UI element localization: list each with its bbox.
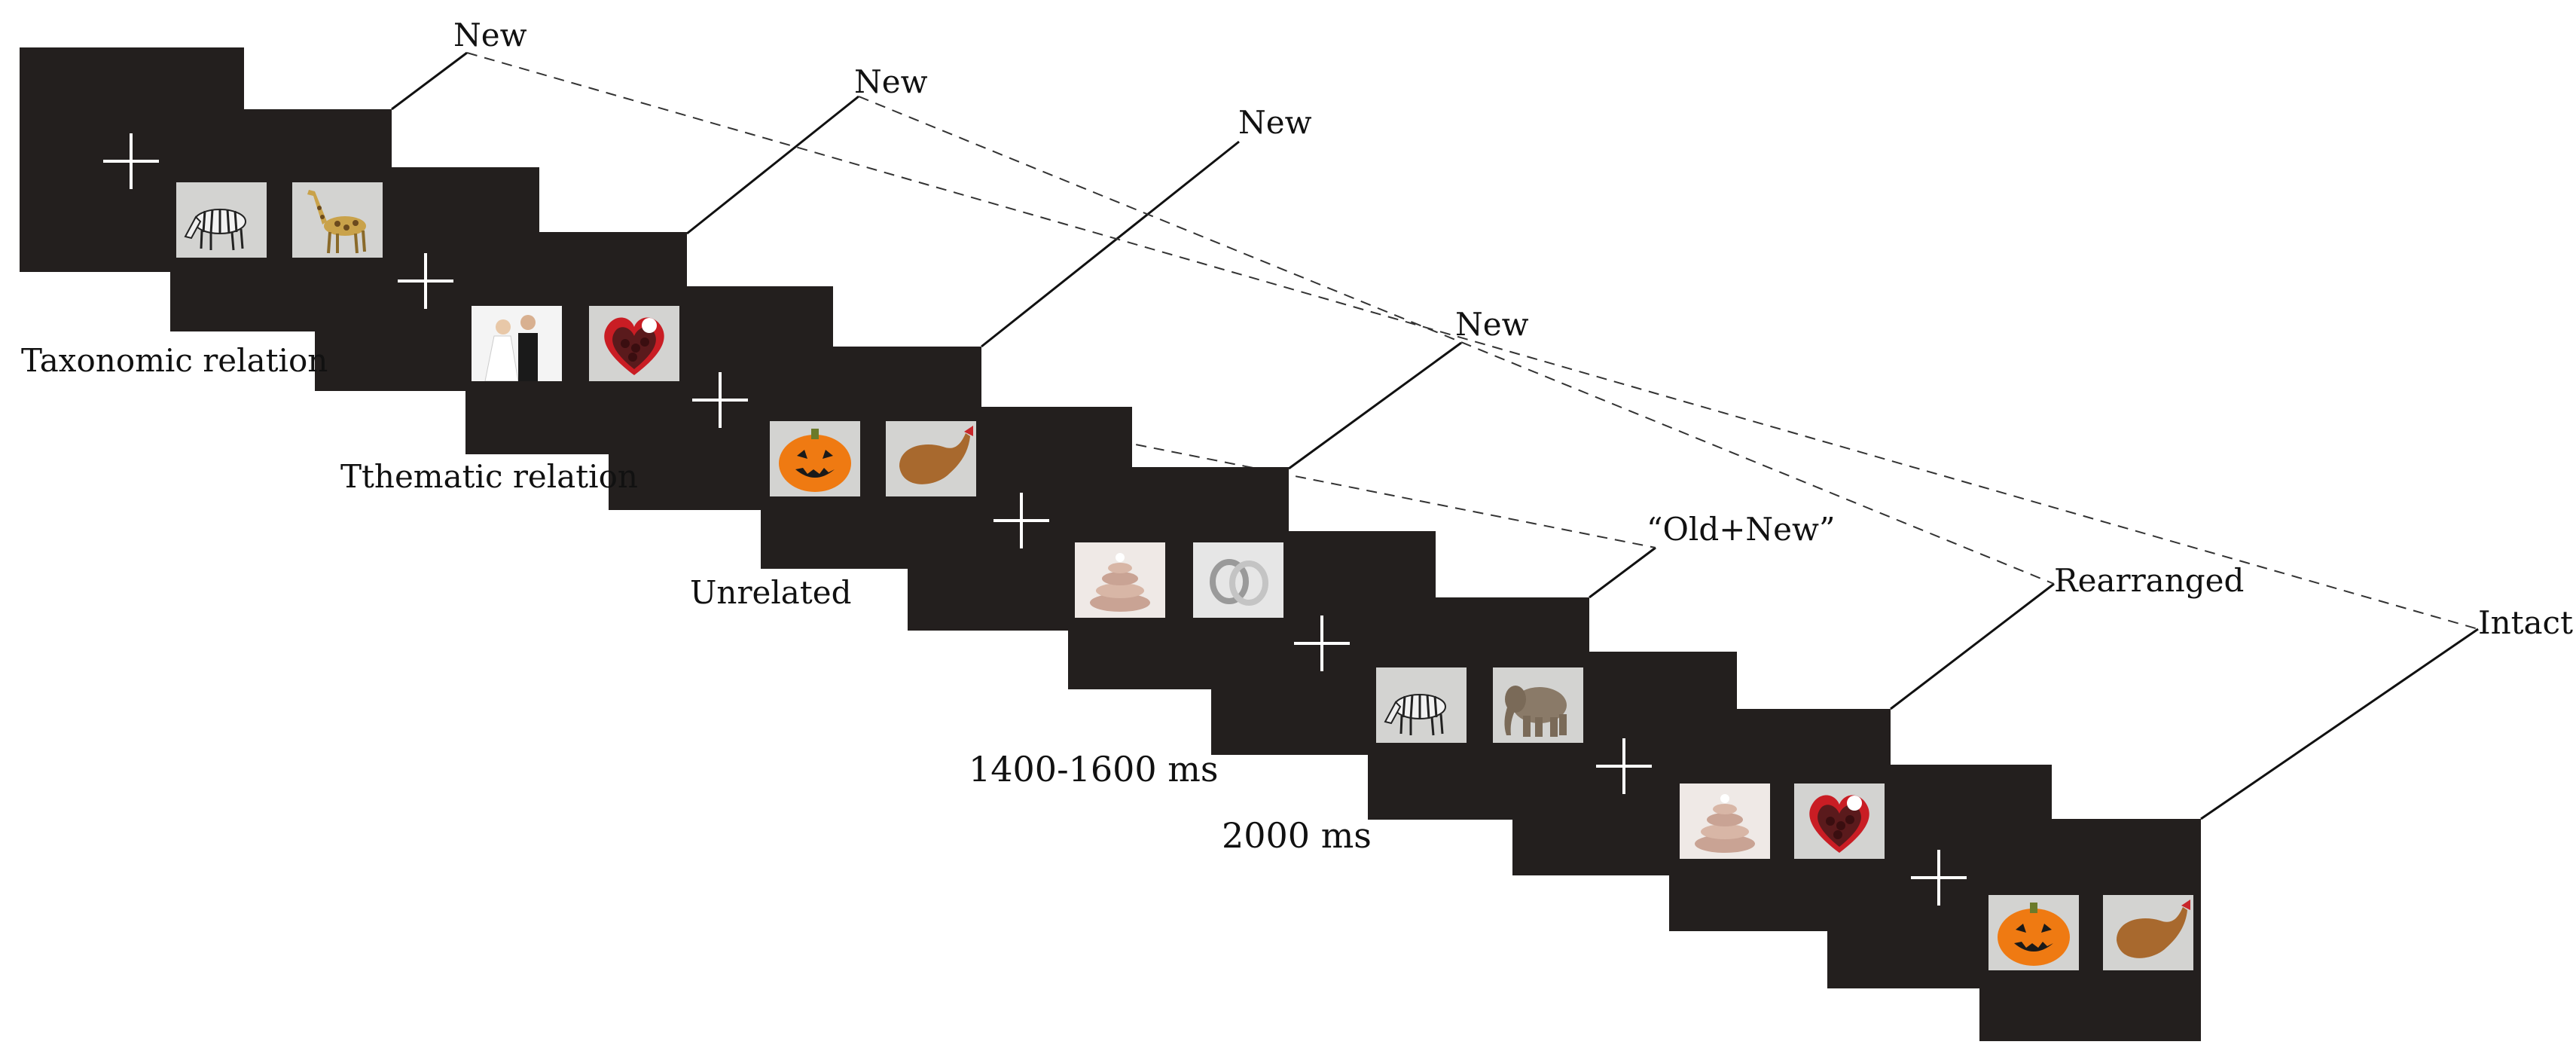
zebra-picture — [176, 182, 267, 258]
wedding-rings-icon — [1193, 542, 1283, 618]
fixation-cross — [692, 372, 748, 428]
label-new-2: New — [854, 63, 928, 100]
line-new-1 — [391, 51, 468, 111]
roast-chicken-picture — [886, 421, 976, 496]
line-old-new — [1589, 546, 1656, 599]
zebra-icon — [1384, 694, 1446, 736]
line-new-3 — [981, 140, 1240, 348]
label-new-3: New — [1238, 104, 1312, 141]
line-new-2 — [686, 95, 859, 235]
chocolate-box-icon — [604, 317, 664, 375]
zebra-picture — [1376, 667, 1467, 743]
roast-chicken-picture — [2103, 895, 2193, 970]
dash-unrelated — [603, 338, 1656, 548]
pumpkin-icon — [1998, 903, 2070, 966]
label-thematic-relation: Tthematic relation — [340, 458, 638, 495]
roast-chicken-icon — [899, 426, 973, 484]
pumpkin-icon — [779, 429, 851, 492]
pumpkin-picture — [1988, 895, 2079, 970]
chocolate-box-picture — [589, 306, 679, 381]
giraffe-picture — [292, 182, 383, 258]
fixation-cross — [1596, 738, 1652, 794]
wedding-cake-icon — [1075, 542, 1165, 618]
wedding-cake-picture — [1680, 784, 1770, 859]
dash-thematic — [858, 96, 2055, 585]
chocolate-box-icon — [1809, 795, 1869, 853]
elephant-picture — [1493, 667, 1583, 743]
wedding-rings-picture — [1193, 542, 1283, 618]
label-intact: Intact — [2478, 604, 2573, 641]
roast-chicken-icon — [2117, 900, 2190, 958]
label-old-new: “Old+New” — [1647, 511, 1836, 548]
elephant-icon — [1504, 686, 1567, 737]
fixation-cross — [993, 493, 1049, 548]
line-new-4 — [1288, 341, 1462, 470]
label-new-1: New — [453, 17, 527, 53]
wedding-couple-icon — [472, 306, 562, 381]
zebra-icon — [184, 209, 246, 251]
label-rearranged: Rearranged — [2054, 562, 2245, 599]
fixation-cross — [103, 133, 159, 189]
fixation-cross — [1294, 616, 1350, 671]
label-taxonomic-relation: Taxonomic relation — [21, 342, 328, 379]
line-rearranged — [1890, 582, 2055, 710]
label-stimulus-duration: 2000 ms — [1222, 815, 1372, 856]
dash-taxonomic — [466, 52, 2479, 630]
chocolate-box-picture — [1794, 784, 1885, 859]
line-intact — [2200, 628, 2479, 820]
fixation-cross — [1911, 850, 1967, 906]
wedding-couple-picture — [472, 306, 562, 381]
wedding-cake-picture — [1075, 542, 1165, 618]
label-unrelated: Unrelated — [690, 574, 852, 611]
label-fixation-duration: 1400-1600 ms — [969, 749, 1219, 790]
label-new-4: New — [1455, 306, 1529, 343]
fixation-cross — [398, 253, 453, 309]
wedding-cake-icon — [1680, 784, 1770, 859]
pumpkin-picture — [770, 421, 860, 496]
giraffe-icon — [307, 190, 366, 254]
